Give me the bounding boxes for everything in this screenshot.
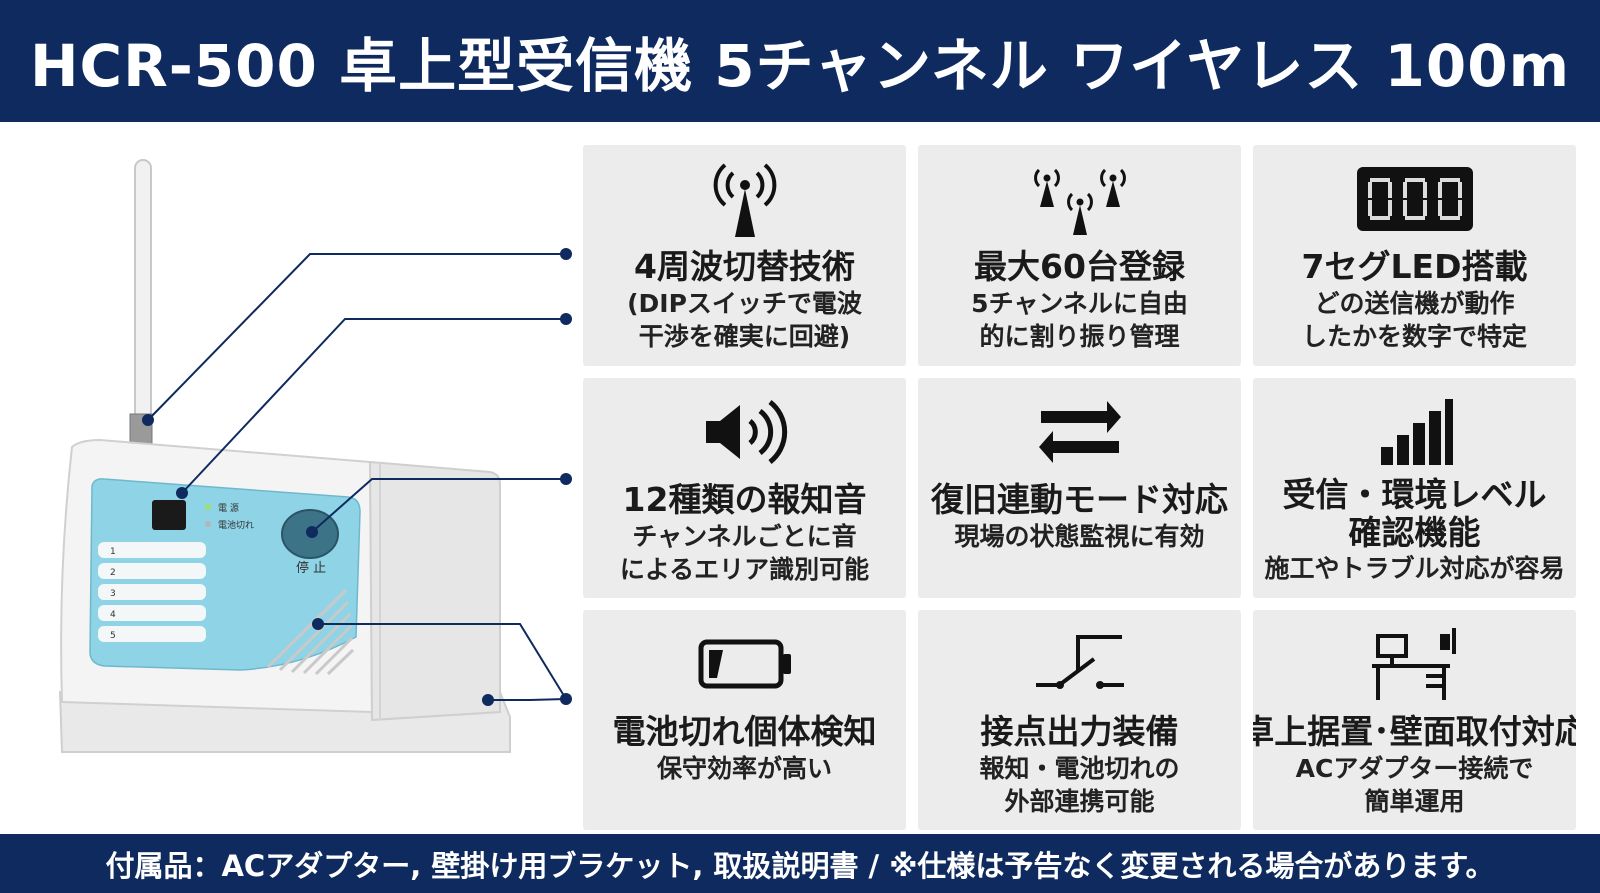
feature-desc: (DIPスイッチで電波 [627,289,862,318]
feature-title: 電池切れ個体検知 [612,712,877,751]
feature-desc: ACアダプター接続で [1295,754,1534,783]
channel-label-strips: 1 2 3 4 5 [98,542,206,642]
switch-contact-icon [1010,624,1150,704]
stop-button-label: 停 止 [296,560,326,576]
callout-dots [142,248,572,706]
feature-desc: 施工やトラブル対応が容易 [1264,554,1565,583]
feature-title: 4周波切替技術 [634,247,855,286]
led-power-label: 電 源 [218,503,239,514]
battery-low-icon [675,624,815,704]
feature-desc: 外部連携可能 [1004,787,1155,816]
feature-contact-output: 接点出力装備 報知・電池切れの 外部連携可能 [918,610,1241,830]
channel-number: 2 [110,568,116,578]
feature-title: 12種類の報知音 [622,480,867,519]
antenna [134,159,152,433]
feature-desc: 的に割り振り管理 [979,322,1180,351]
feature-7seg-led: 7セグLED搭載 どの送信機が動作 したかを数字で特定 [1253,145,1576,366]
feature-desc: 保守効率が高い [656,754,832,783]
channel-number: 1 [110,547,116,557]
channel-number: 3 [110,589,116,599]
callout-lines [147,253,567,701]
channel-number: 5 [110,631,116,641]
footer-banner: 付属品：ACアダプター, 壁掛け用ブラケット, 取扱説明書 / ※仕様は予告なく… [0,834,1600,893]
antenna-icon [675,159,815,239]
desk-wall-icon [1345,624,1485,704]
multi-antenna-icon [1010,159,1150,239]
feature-desc: 干渉を確実に回避) [638,322,851,351]
led-battery-label: 電池切れ [218,519,254,531]
feature-desc: によるエリア識別可能 [619,555,870,584]
footer-text: 付属品：ACアダプター, 壁掛け用ブラケット, 取扱説明書 / ※仕様は予告なく… [105,848,1495,883]
feature-desc: 現場の状態監視に有効 [954,522,1205,551]
led-display [152,500,186,530]
header-banner: HCR-500 卓上型受信機 5チャンネル ワイヤレス 100m [0,0,1600,122]
receiver-device-image: 電 源 電池切れ 停 止 1 2 3 4 5 [58,159,572,753]
feature-mounting: 卓上据置･壁面取付対応 ACアダプター接続で 簡単運用 [1253,610,1576,830]
feature-title: 復旧連動モード対応 [931,480,1228,519]
speaker-grille [266,588,355,676]
feature-battery-detect: 電池切れ個体検知 保守効率が高い [583,610,906,830]
speaker-icon [675,392,815,472]
feature-desc: したかを数字で特定 [1301,322,1527,351]
feature-alarm-sounds: 12種類の報知音 チャンネルごとに音 によるエリア識別可能 [583,378,906,598]
feature-title-line2: 確認機能 [1348,513,1481,552]
feature-registration: 最大60台登録 5チャンネルに自由 的に割り振り管理 [918,145,1241,366]
feature-recovery-mode: 復旧連動モード対応 現場の状態監視に有効 [918,378,1241,598]
feature-desc: 簡単運用 [1364,787,1465,816]
device-illustration: 電 源 電池切れ 停 止 1 2 3 4 5 [0,122,580,834]
feature-title: 卓上据置･壁面取付対応 [1253,712,1576,751]
feature-title: 受信・環境レベル [1282,475,1547,514]
feature-title: 7セグLED搭載 [1301,247,1528,286]
channel-number: 4 [110,610,116,620]
feature-desc: 5チャンネルに自由 [971,289,1188,318]
feature-signal-level: 受信・環境レベル 確認機能 施工やトラブル対応が容易 [1253,378,1576,598]
feature-title: 最大60台登録 [974,247,1185,286]
feature-desc: どの送信機が動作 [1314,289,1515,318]
feature-grid: 4周波切替技術 (DIPスイッチで電波 干渉を確実に回避) 最大60台登録 5チ… [583,145,1590,830]
seven-segment-icon [1345,159,1485,239]
feature-title: 接点出力装備 [980,712,1179,751]
signal-bars-icon [1345,392,1485,472]
feature-desc: チャンネルごとに音 [632,522,857,551]
feature-frequency: 4周波切替技術 (DIPスイッチで電波 干渉を確実に回避) [583,145,906,366]
page-title: HCR-500 卓上型受信機 5チャンネル ワイヤレス 100m [29,32,1571,100]
swap-arrows-icon [1010,392,1150,472]
feature-desc: 報知・電池切れの [979,754,1180,783]
